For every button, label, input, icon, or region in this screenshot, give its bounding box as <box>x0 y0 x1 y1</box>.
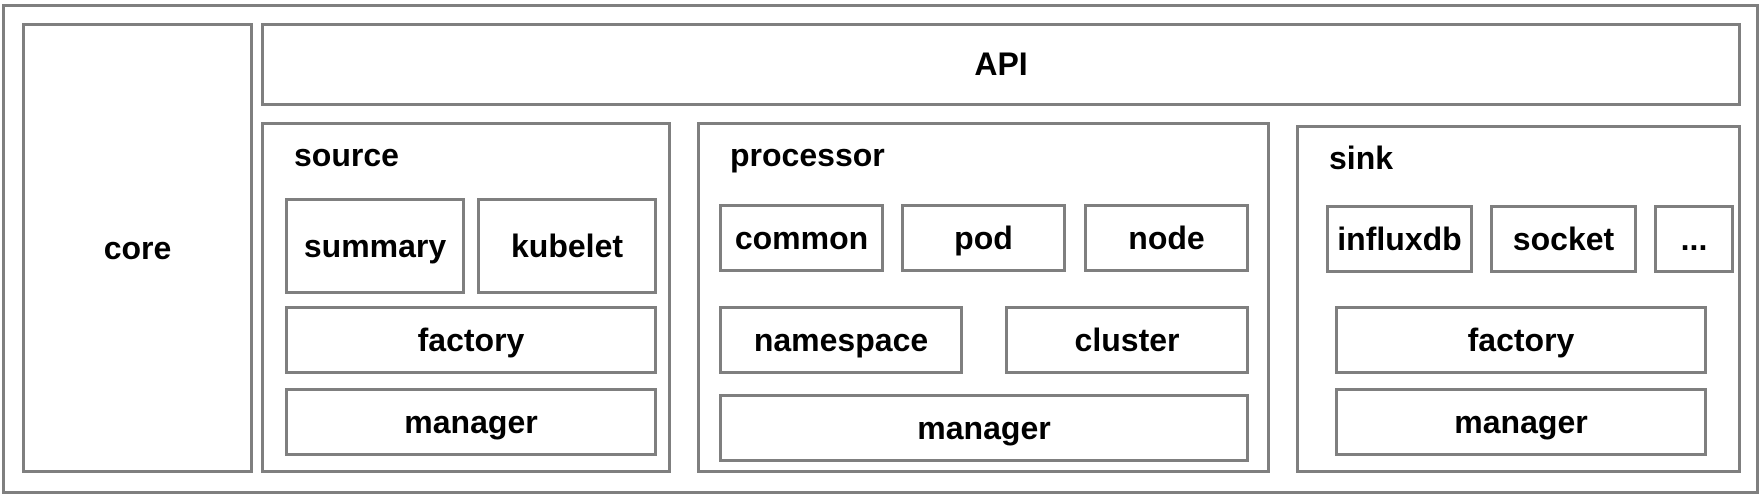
sink-influxdb-box: influxdb <box>1326 205 1473 273</box>
source-factory-label: factory <box>417 321 525 358</box>
processor-pod-box: pod <box>901 204 1066 272</box>
sink-more-box: ... <box>1654 205 1734 273</box>
processor-common-label: common <box>734 219 869 256</box>
processor-node-label: node <box>1128 219 1205 256</box>
source-summary-box: summary <box>285 198 465 294</box>
source-manager-box: manager <box>285 388 657 456</box>
processor-manager-label: manager <box>917 409 1051 446</box>
sink-label: sink <box>1329 140 1394 176</box>
core-box: core <box>22 23 253 473</box>
api-box: API <box>261 23 1741 106</box>
sink-more-label: ... <box>1680 220 1708 257</box>
source-kubelet-label: kubelet <box>510 227 624 264</box>
source-label: source <box>294 137 399 173</box>
source-factory-box: factory <box>285 306 657 374</box>
processor-pod-label: pod <box>954 219 1013 256</box>
processor-manager-box: manager <box>719 394 1249 462</box>
processor-common-box: common <box>719 204 884 272</box>
source-manager-label: manager <box>404 403 538 440</box>
sink-manager-label: manager <box>1454 403 1588 440</box>
processor-label: processor <box>730 137 885 173</box>
processor-cluster-label: cluster <box>1074 321 1180 358</box>
sink-influxdb-label: influxdb <box>1337 220 1462 257</box>
source-kubelet-box: kubelet <box>477 198 657 294</box>
sink-socket-box: socket <box>1490 205 1637 273</box>
processor-namespace-label: namespace <box>753 321 929 358</box>
sink-manager-box: manager <box>1335 388 1707 456</box>
sink-factory-label: factory <box>1467 321 1575 358</box>
sink-factory-box: factory <box>1335 306 1707 374</box>
processor-node-box: node <box>1084 204 1249 272</box>
api-label: API <box>974 46 1028 82</box>
processor-cluster-box: cluster <box>1005 306 1249 374</box>
source-summary-label: summary <box>303 227 447 264</box>
core-label: core <box>103 229 172 266</box>
processor-namespace-box: namespace <box>719 306 963 374</box>
sink-socket-label: socket <box>1512 220 1615 257</box>
